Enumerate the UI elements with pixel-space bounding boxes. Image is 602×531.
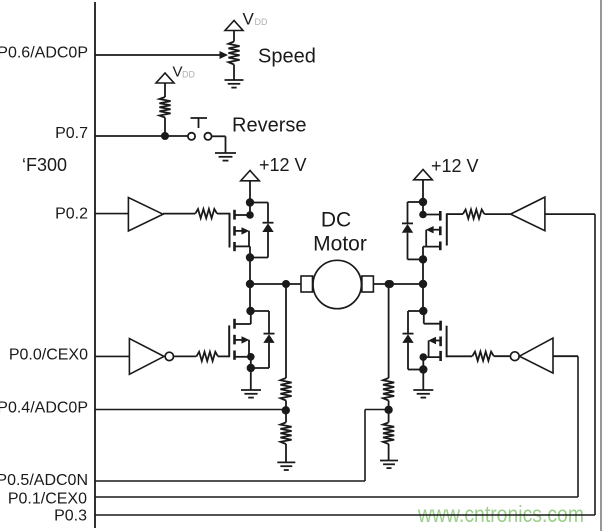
svg-text:P0.6/ADC0P: P0.6/ADC0P xyxy=(0,45,88,62)
svg-text:www.cntronics.com: www.cntronics.com xyxy=(417,501,584,527)
svg-text:V: V xyxy=(243,10,255,29)
svg-text:DC: DC xyxy=(321,208,351,231)
svg-text:V: V xyxy=(173,64,183,81)
svg-text:DD: DD xyxy=(255,17,268,27)
svg-text:P0.7: P0.7 xyxy=(55,125,88,142)
svg-text:‘F300: ‘F300 xyxy=(22,155,67,175)
svg-text:Reverse: Reverse xyxy=(232,115,306,137)
svg-text:DD: DD xyxy=(182,70,195,80)
svg-text:P0.5/ADC0N: P0.5/ADC0N xyxy=(0,472,88,489)
svg-text:P0.1/CEX0: P0.1/CEX0 xyxy=(8,491,87,508)
svg-text:+12 V: +12 V xyxy=(259,155,307,175)
svg-text:P0.4/ADC0P: P0.4/ADC0P xyxy=(0,400,88,417)
svg-text:Motor: Motor xyxy=(313,233,367,256)
svg-text:+12 V: +12 V xyxy=(431,156,479,176)
svg-text:P0.0/CEX0: P0.0/CEX0 xyxy=(9,347,88,364)
svg-text:Speed: Speed xyxy=(258,46,316,68)
svg-text:P0.3: P0.3 xyxy=(54,508,87,525)
svg-text:P0.2: P0.2 xyxy=(55,206,88,223)
